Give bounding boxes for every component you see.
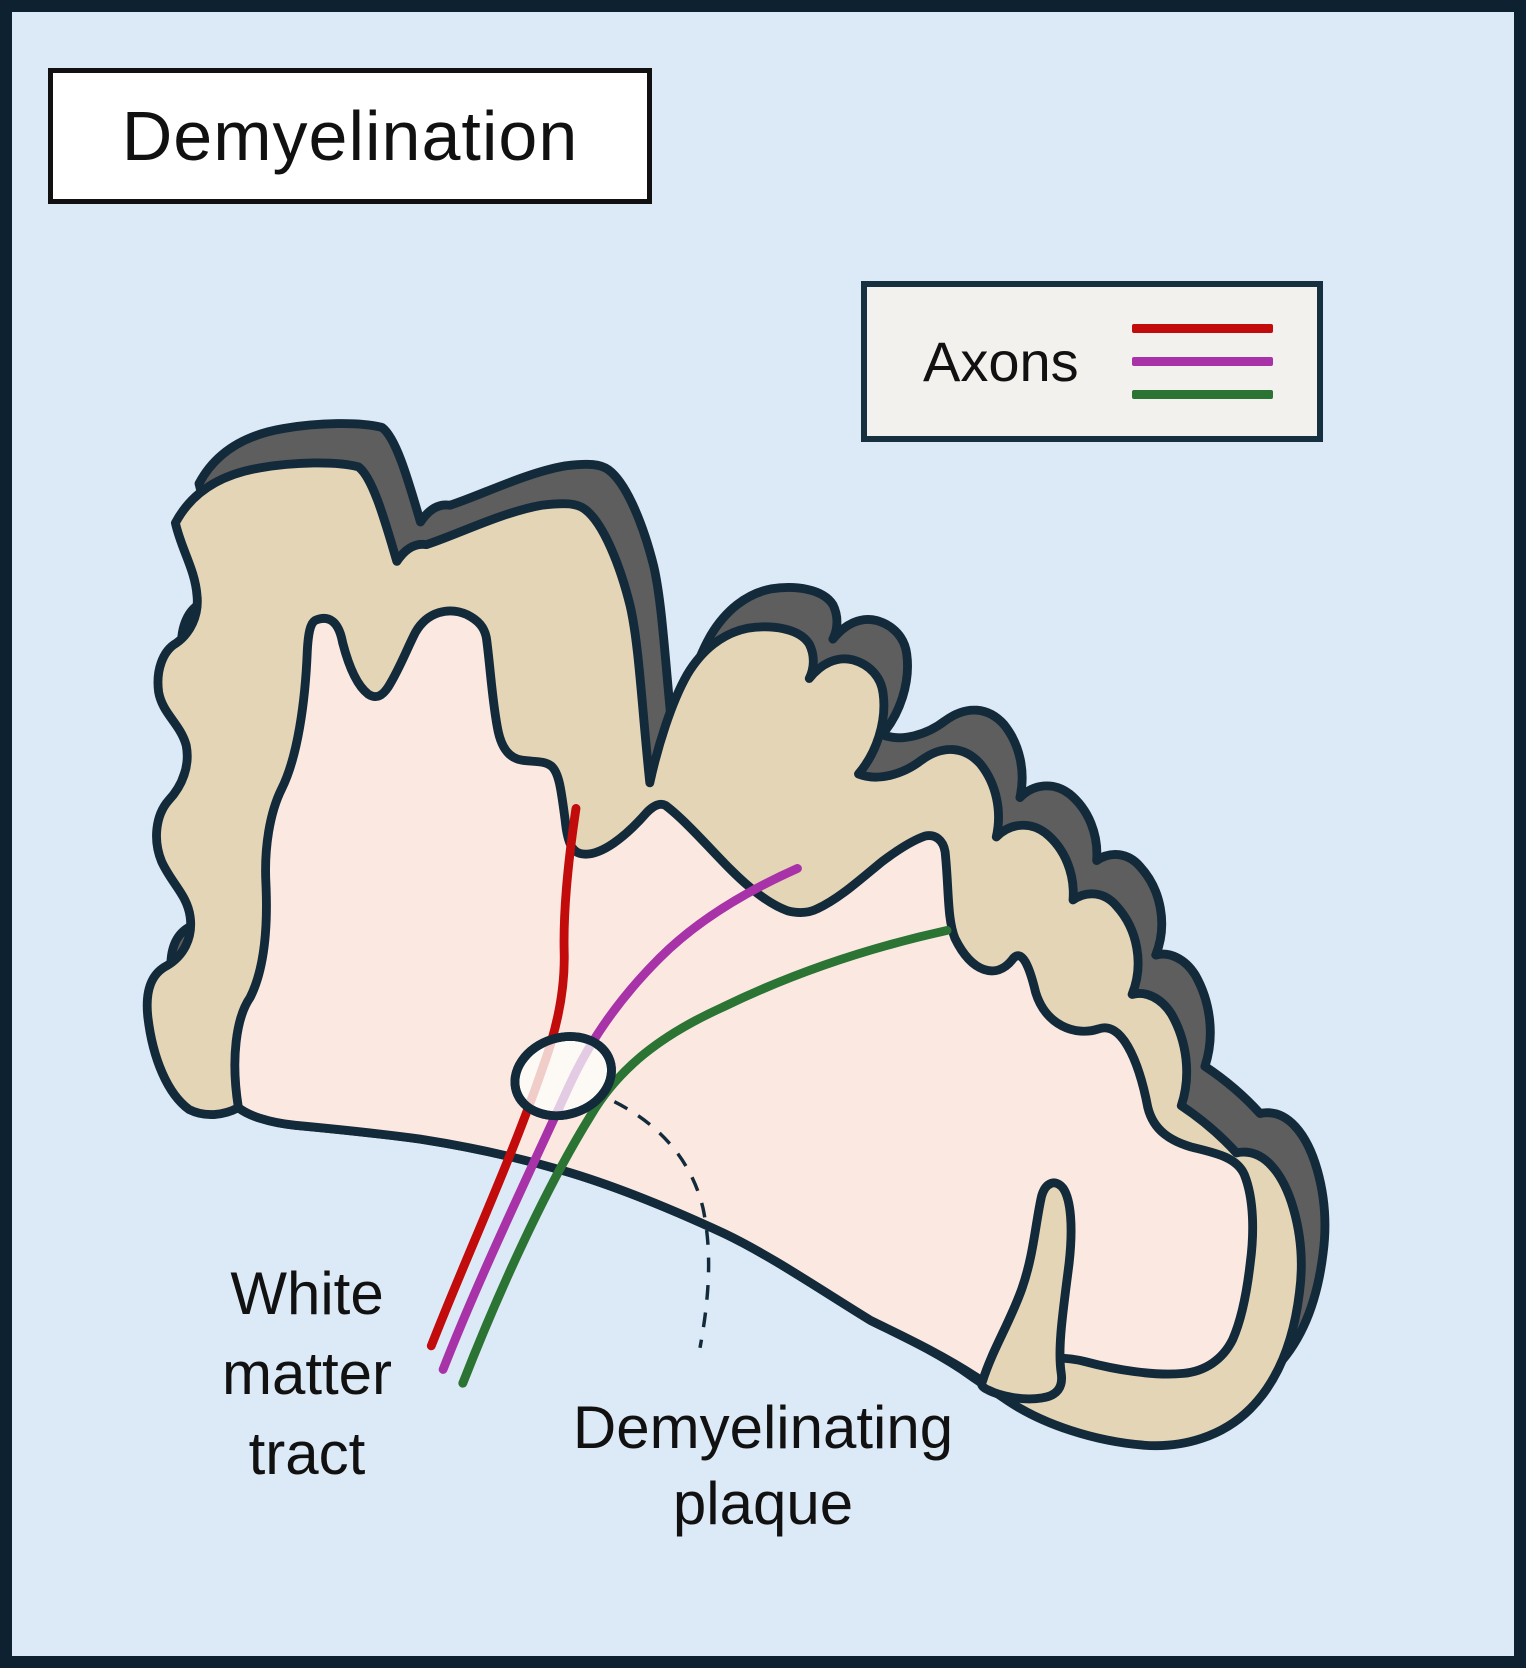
legend-line-purple	[1132, 357, 1273, 366]
axon-green	[458, 926, 952, 1388]
brain-cross-section-illustration	[12, 12, 1514, 1656]
legend-line-samples	[1132, 324, 1273, 399]
white-matter-tract-label: White matter tract	[127, 1254, 487, 1494]
white-matter-tract-label-line2: matter	[221, 1340, 393, 1407]
legend-label: Axons	[923, 330, 1079, 393]
legend-line-green	[1132, 390, 1273, 399]
legend-box: Axons	[861, 281, 1323, 442]
demyelinating-plaque-label-line1: Demyelinating	[572, 1394, 954, 1461]
demyelinating-plaque-label: Demyelinating plaque	[463, 1390, 1063, 1542]
page-title: Demyelination	[121, 97, 579, 175]
demyelinating-plaque-outline	[510, 1032, 616, 1121]
title-box: Demyelination	[48, 68, 652, 204]
white-matter-tract-label-line1: White	[230, 1260, 384, 1327]
white-matter-tract-label-line3: tract	[248, 1420, 366, 1487]
demyelinating-plaque-label-line2: plaque	[672, 1470, 854, 1537]
legend-line-red	[1132, 324, 1273, 333]
cortex-ribbon-hook	[977, 1178, 1076, 1404]
plaque-pointer-dashed-line	[613, 1100, 711, 1349]
